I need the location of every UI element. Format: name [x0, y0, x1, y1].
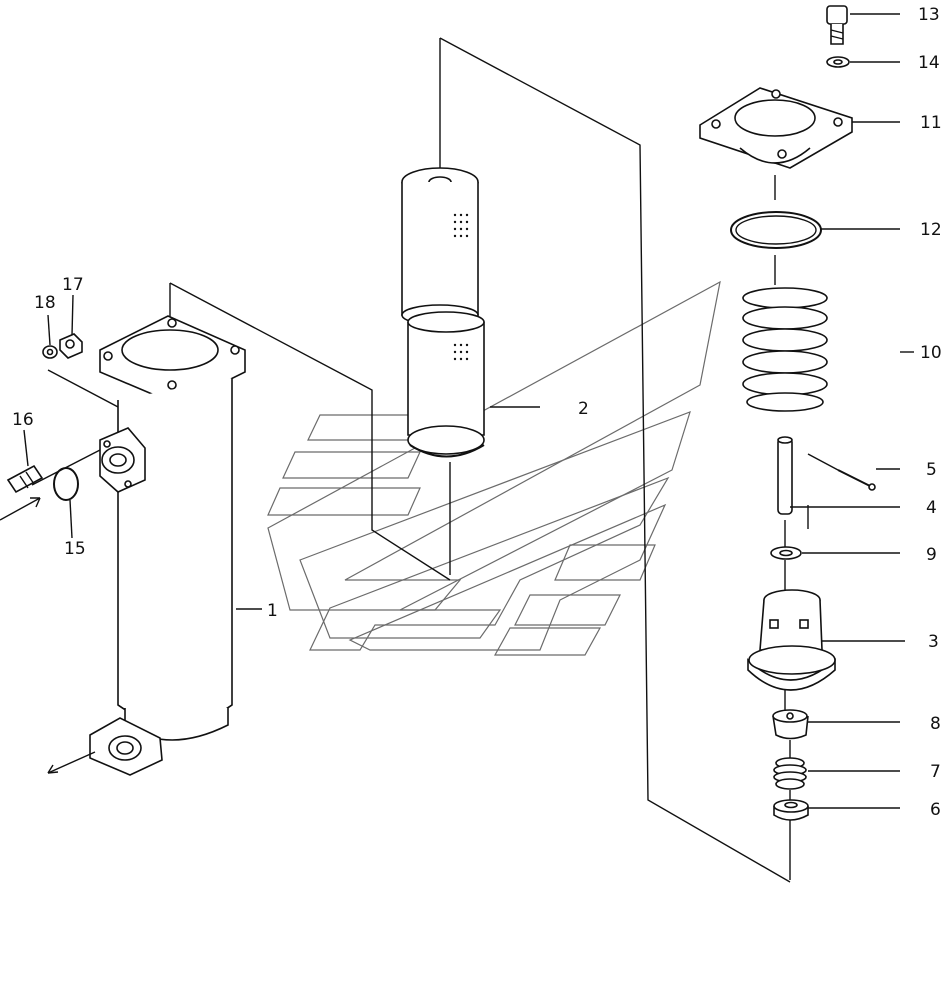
label-part-17: 17 [62, 275, 84, 295]
cover [699, 87, 853, 169]
small-spring [773, 757, 807, 790]
leader-lines [23, 13, 914, 809]
valve-body [747, 589, 836, 691]
label-part-15: 15 [64, 539, 86, 559]
label-part-8: 8 [930, 714, 941, 734]
washer [770, 546, 802, 560]
lock-washer [826, 56, 850, 68]
cotter-pin [837, 469, 876, 491]
label-part-6: 6 [930, 800, 941, 820]
label-part-5: 5 [926, 460, 937, 480]
label-part-13: 13 [918, 5, 940, 25]
label-part-2: 2 [578, 399, 589, 419]
label-part-7: 7 [930, 762, 941, 782]
inlet-o-ring [53, 467, 79, 501]
perforation-dots [453, 213, 469, 361]
label-part-18: 18 [34, 293, 56, 313]
label-part-11: 11 [920, 113, 942, 133]
seat [773, 799, 809, 821]
connector [6, 464, 44, 494]
small-washer [42, 345, 58, 359]
bolt [826, 5, 848, 45]
label-part-9: 9 [926, 545, 937, 565]
plug [772, 709, 809, 740]
outlet-arrow [47, 751, 96, 774]
label-part-14: 14 [918, 53, 940, 73]
label-part-16: 16 [12, 410, 34, 430]
part-labels: 1 2 3 4 5 6 7 8 9 10 11 12 13 14 15 16 1… [12, 5, 942, 820]
o-ring [730, 211, 822, 249]
pin [777, 436, 793, 515]
nut [59, 333, 83, 359]
filter-housing [89, 315, 246, 776]
label-part-12: 12 [920, 220, 942, 240]
label-part-4: 4 [926, 498, 937, 518]
spring [742, 287, 828, 412]
label-part-1: 1 [267, 601, 278, 621]
label-part-10: 10 [920, 343, 942, 363]
watermark-logo [267, 280, 721, 656]
inlet-arrow [0, 497, 41, 521]
filter-element [401, 167, 485, 458]
label-part-3: 3 [928, 632, 939, 652]
